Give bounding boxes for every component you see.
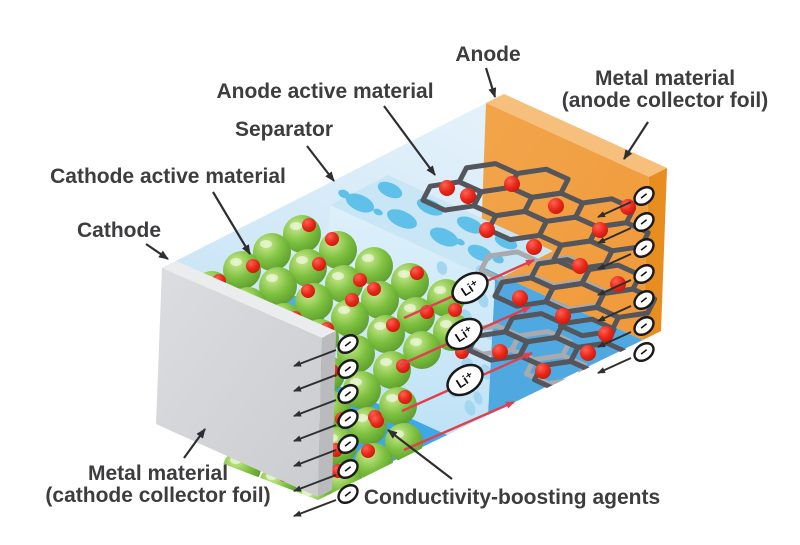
lithium-ion-icon: Li⁺ [446, 363, 484, 397]
electron-icon: − [337, 459, 359, 479]
label-anode: Anode [455, 43, 520, 66]
labels: Cathode active material Cathode Separato… [45, 43, 768, 509]
label-anode-active-material: Anode active material [216, 80, 433, 103]
anode-electron-flow: − − − − − − − [597, 186, 655, 374]
label-arrows [145, 67, 649, 480]
anode-foil-top-edge [486, 94, 667, 177]
lithium-ion-flow: Li⁺ Li⁺ Li⁺ [399, 258, 535, 452]
anode-arrow [484, 67, 497, 98]
electron-icon: − [633, 238, 655, 258]
lithium-ion-icon: Li⁺ [451, 271, 489, 305]
label-conductivity-boosting-agents: Conductivity-boosting agents [364, 486, 660, 509]
anode-active-arrow [383, 105, 436, 176]
electron-icon: − [337, 434, 359, 454]
separator-arrow [306, 145, 335, 182]
electron-icon: − [633, 290, 655, 310]
electron-icon: − [633, 186, 655, 206]
label-separator: Separator [235, 118, 333, 141]
cathode-arrow [145, 243, 169, 260]
label-anode-foil-line2: (anode collector foil) [562, 89, 769, 112]
label-cathode: Cathode [77, 219, 161, 242]
electron-icon: − [337, 334, 359, 354]
cathode-foil-arrow [183, 428, 206, 459]
electron-icon: − [337, 359, 359, 379]
electron-icon: − [633, 212, 655, 232]
electron-icon: − [633, 264, 655, 284]
electron-icon: − [337, 384, 359, 404]
label-cathode-foil-line2: (cathode collector foil) [45, 484, 270, 507]
electron-icon: − [633, 342, 655, 362]
electron-icon: − [337, 409, 359, 429]
label-cathode-foil-line1: Metal material [88, 462, 228, 485]
anode-foil-arrow [623, 121, 649, 160]
conductivity-arrow [387, 429, 453, 480]
cathode-electron-flow: − − − − − − − [293, 334, 359, 517]
electron-icon: − [337, 484, 359, 504]
cathode-active-arrow [212, 191, 251, 255]
lithium-ion-icon: Li⁺ [445, 317, 483, 351]
electron-icon: − [633, 316, 655, 336]
label-anode-foil-line1: Metal material [595, 67, 735, 90]
cathode-foil-top-edge [162, 261, 336, 338]
label-cathode-active-material: Cathode active material [50, 165, 286, 188]
